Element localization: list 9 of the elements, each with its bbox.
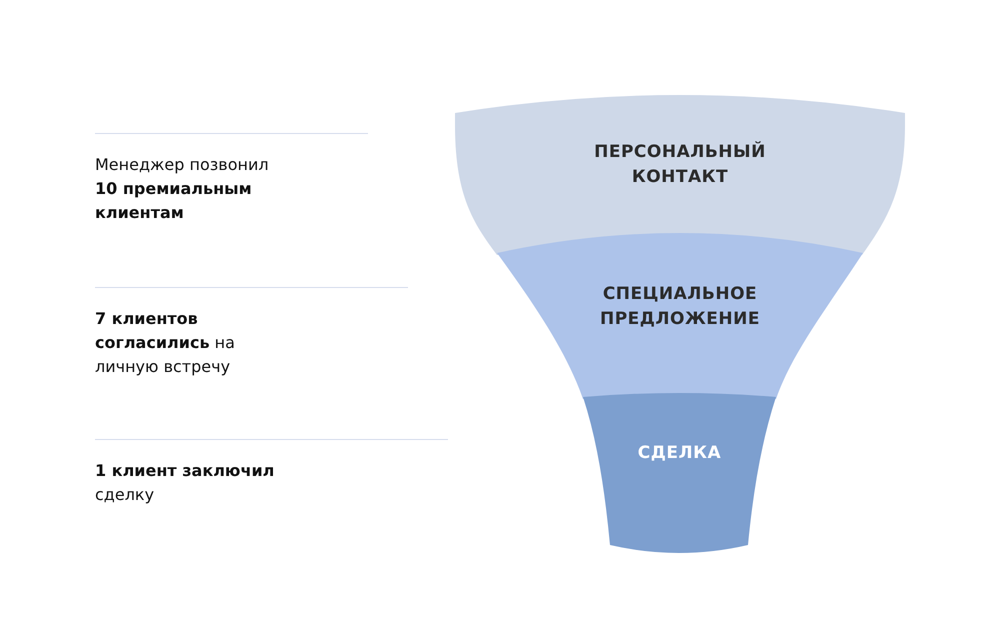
stage-label: СПЕЦИАЛЬНОЕ ПРЕДЛОЖЕНИЕ [598,283,761,331]
funnel-band [583,393,776,553]
stage-label: СДЕЛКА [636,442,722,465]
funnel-band [497,233,863,399]
step-description: Менеджер позвонил 10 премиальным клиентам [95,154,270,224]
step-description: 1 клиент заключил сделку [95,460,276,506]
step-description: 7 клиентов согласились на личную встречу [95,308,236,378]
stage-label: ПЕРСОНАЛЬНЫЙ КОНТАКТ [593,140,767,189]
funnel-band [455,95,905,255]
